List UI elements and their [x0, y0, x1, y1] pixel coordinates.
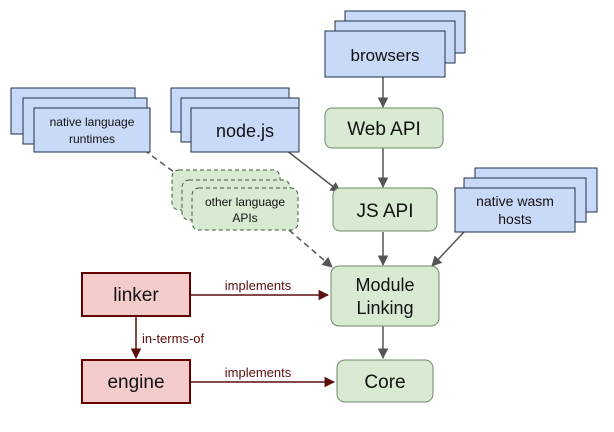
node-core: Core — [336, 359, 434, 403]
node-native-runtimes-label-1: native language — [50, 115, 135, 129]
node-linker: linker — [81, 272, 191, 317]
node-native-language-runtimes: native language runtimes — [10, 87, 151, 153]
edge-label-in-terms-of: in-terms-of — [142, 331, 205, 346]
node-engine: engine — [81, 359, 191, 404]
node-web-api: Web API — [324, 107, 444, 149]
node-nodejs-label: node.js — [216, 121, 274, 141]
node-native-runtimes-label-2: runtimes — [69, 132, 115, 146]
node-nodejs: node.js — [170, 87, 300, 153]
node-module-linking-label-1: Module — [355, 275, 414, 295]
edge-wasm-hosts-to-module-linking — [431, 231, 465, 267]
node-wasm-hosts-label-1: native wasm — [476, 193, 554, 209]
edge-label-linker-implements: implements — [225, 278, 292, 293]
node-wasm-hosts-label-2: hosts — [498, 211, 531, 227]
node-core-label: Core — [364, 372, 405, 393]
node-module-linking-label-2: Linking — [356, 298, 413, 318]
edge-label-engine-implements: implements — [225, 365, 292, 380]
node-native-wasm-hosts: native wasm hosts — [454, 167, 598, 233]
node-other-apis-label-1: other language — [205, 195, 285, 209]
node-browsers: browsers — [324, 10, 466, 78]
node-other-apis-label-2: APIs — [232, 211, 257, 225]
edge-other-apis-to-module-linking — [288, 229, 333, 268]
node-browsers-label: browsers — [351, 46, 420, 65]
node-js-api: JS API — [332, 187, 438, 232]
node-module-linking: Module Linking — [330, 265, 440, 327]
edge-nodejs-to-jsapi — [285, 149, 341, 193]
node-other-language-apis: other language APIs — [171, 169, 299, 231]
node-js-api-label: JS API — [356, 201, 413, 222]
node-web-api-label: Web API — [347, 119, 421, 140]
node-linker-label: linker — [113, 285, 159, 306]
node-engine-label: engine — [107, 372, 164, 393]
